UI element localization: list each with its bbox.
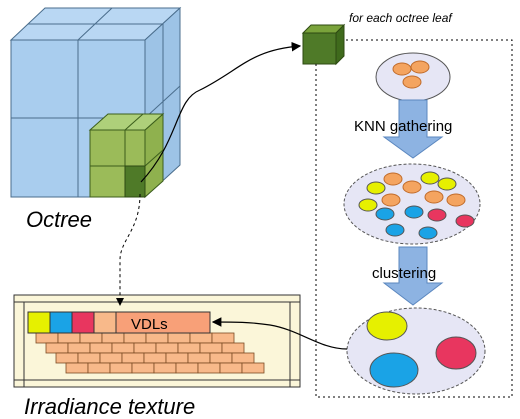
for-each-leaf-label: for each octree leaf <box>349 11 453 25</box>
leaf-process-frame <box>315 39 513 398</box>
vdl-yellow-cell <box>27 311 51 334</box>
leaf-to-texture-arrow <box>116 193 141 306</box>
vdl-cyan-cell <box>49 311 73 334</box>
vdls-label: VDLs <box>131 316 168 333</box>
irradiance-texture: VDLs <box>13 294 301 388</box>
texture-bricks <box>35 332 265 374</box>
lights-to-vdls-arrow <box>211 317 348 350</box>
irradiance-texture-label: Irradiance texture <box>24 394 195 419</box>
clustered-lights <box>346 307 486 395</box>
clustering-label: clustering <box>372 265 436 282</box>
vdl-magenta-cell <box>71 311 95 334</box>
highlighted-leaf <box>124 165 146 198</box>
leaf-to-cube-arrow <box>140 41 302 183</box>
photon-sample-ellipse <box>375 52 451 102</box>
vdl-orange-cell <box>93 311 117 334</box>
vdls-cell <box>115 311 211 334</box>
octree-label: Octree <box>26 207 92 232</box>
knn-cloud <box>343 163 481 245</box>
clustering-arrow <box>382 246 444 306</box>
leaf-cube <box>301 23 346 66</box>
knn-gathering-label: KNN gathering <box>354 118 452 135</box>
knn-arrow <box>382 99 444 159</box>
octree-cube <box>9 6 182 199</box>
